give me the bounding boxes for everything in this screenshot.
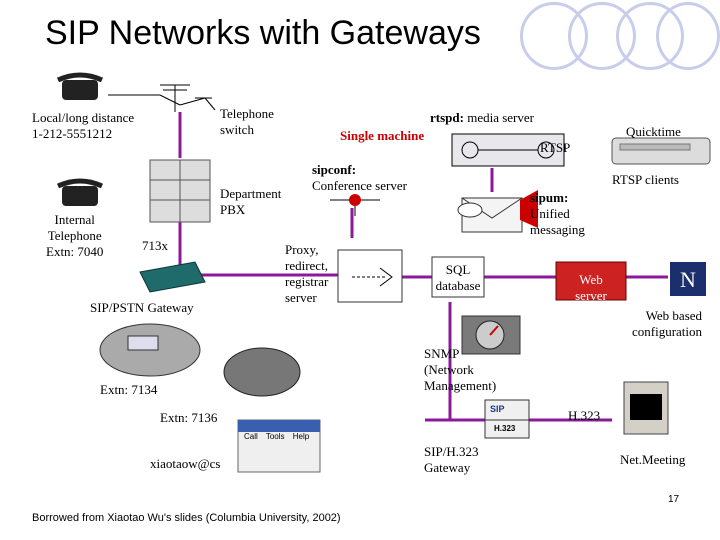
page-number: 17 (668, 494, 680, 505)
label-extn-7136: Extn: 7136 (160, 410, 218, 425)
softphone-menu: Call Tools Help (244, 432, 309, 441)
voicemail-envelope-icon (457, 190, 538, 233)
netscape-logo: N (670, 262, 706, 296)
label-local-phone: Local/long distance 1-212-5551212 (32, 110, 135, 141)
softphone-menu-help[interactable]: Help (292, 432, 310, 441)
h323-badge: H.323 (494, 424, 516, 433)
label-rtspd: rtspd: media server (430, 110, 534, 125)
label-snmp: SNMP (Network Management) (424, 346, 497, 393)
label-proxy: Proxy, redirect, registrar server (285, 242, 329, 305)
ip-phone-7136-icon (223, 347, 301, 397)
sip-badge: SIP (490, 404, 505, 414)
label-sip-h323-gateway: SIP/H.323 Gateway (424, 444, 479, 475)
slide-footer: Borrowed from Xiaotao Wu's slides (Colum… (32, 512, 341, 524)
media-server-icon (451, 133, 565, 167)
softphone-menu-tools[interactable]: Tools (265, 432, 285, 441)
sql-database-icon (431, 256, 485, 298)
slide-title: SIP Networks with Gateways (45, 14, 481, 52)
phone-local-icon (56, 72, 104, 100)
label-web-config: Web based configuration (632, 308, 703, 339)
proxy-box-icon (337, 249, 403, 303)
label-sipconf: sipconf: Conference server (312, 162, 407, 193)
label-sip-pstn-gateway: SIP/PSTN Gateway (90, 300, 194, 315)
label-713x: 713x (142, 238, 168, 253)
ip-phone-7134-icon (99, 323, 201, 377)
svg-text:N: N (680, 267, 696, 292)
conference-node-icon (330, 194, 380, 216)
softphone-menu-call[interactable]: Call (244, 432, 258, 441)
label-rtsp-clients: RTSP clients (612, 172, 679, 187)
pstn-gateway-icon (139, 261, 206, 293)
label-single-machine: Single machine (340, 128, 425, 143)
netmeeting-window-icon (623, 381, 669, 435)
quicktime-player-icon (611, 137, 711, 165)
label-netmeeting: Net.Meeting (620, 452, 686, 467)
label-user-id: xiaotaow@cs (150, 456, 221, 471)
label-extn-7134: Extn: 7134 (100, 382, 158, 397)
web-server-icon (555, 261, 627, 301)
label-quicktime: Quicktime (626, 124, 681, 139)
label-internal-phone: Internal Telephone Extn: 7040 (46, 212, 104, 259)
pbx-rack-icon (149, 159, 211, 223)
snmp-gauge-icon (461, 315, 521, 355)
sip-h323-gateway-icon (484, 399, 530, 439)
label-h323: H.323 (568, 408, 601, 423)
decor-circle-4 (656, 2, 720, 70)
label-department-pbx: Department PBX (220, 186, 282, 217)
switch-pole-icon (160, 84, 212, 112)
phone-internal-icon (56, 178, 104, 206)
label-web-server: Web server (575, 272, 607, 303)
label-sipum: sipum: Unified messaging (530, 190, 585, 237)
label-rtsp: RTSP (540, 140, 571, 155)
label-telephone-switch: Telephone switch (220, 106, 274, 137)
softphone-window-icon (237, 419, 321, 473)
label-sql-database: SQL database (435, 262, 481, 293)
